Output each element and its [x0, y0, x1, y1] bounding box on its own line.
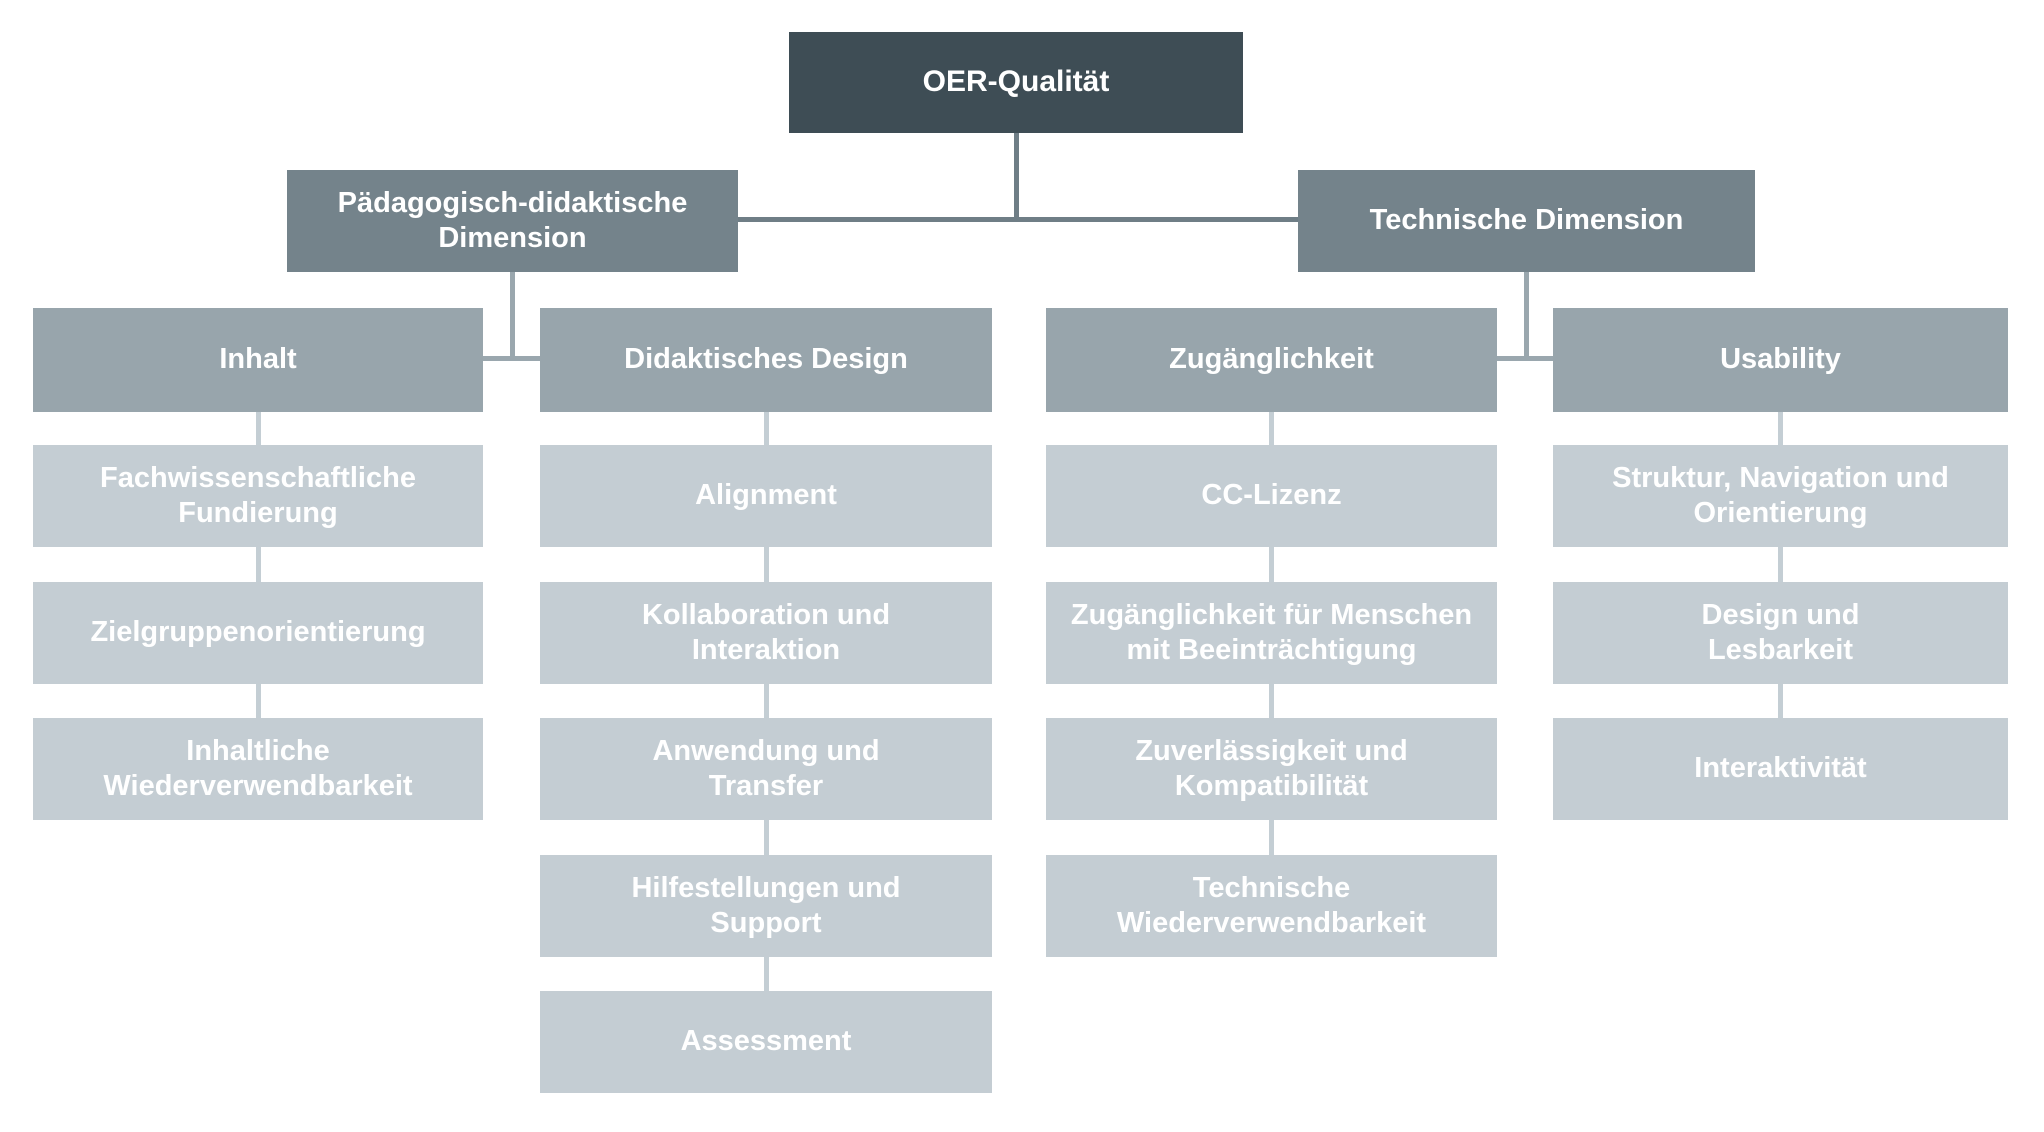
node-dimension-technisch: Technische Dimension — [1298, 170, 1755, 272]
node-item-fachwissenschaftliche-fundierung: Fachwissenschaftliche Fundierung — [33, 445, 483, 547]
connector-spine-usability — [1778, 412, 1783, 732]
node-item-anwendung-und-transfer: Anwendung und Transfer — [540, 718, 992, 820]
connector-spine-didaktisches-design — [764, 412, 769, 1012]
node-category-zugaenglichkeit: Zugänglichkeit — [1046, 308, 1497, 412]
node-oer-qualitaet: OER-Qualität — [789, 32, 1243, 133]
connector-dim-right-horizontal — [1497, 356, 1553, 361]
connector-dim-left-horizontal — [483, 356, 540, 361]
node-item-inhaltliche-wiederverwendbarkeit: Inhaltliche Wiederverwendbarkeit — [33, 718, 483, 820]
connector-dim-right-vertical — [1524, 272, 1529, 361]
connector-spine-inhalt — [256, 412, 261, 732]
node-item-interaktivitaet: Interaktivität — [1553, 718, 2008, 820]
node-item-kollaboration-und-interaktion: Kollaboration und Interaktion — [540, 582, 992, 684]
node-item-technische-wiederverwendbarkeit: Technische Wiederverwendbarkeit — [1046, 855, 1497, 957]
node-item-zielgruppenorientierung: Zielgruppenorientierung — [33, 582, 483, 684]
node-item-zugaenglichkeit-fuer-menschen: Zugänglichkeit für Menschen mit Beeinträ… — [1046, 582, 1497, 684]
node-item-cc-lizenz: CC-Lizenz — [1046, 445, 1497, 547]
node-category-didaktisches-design: Didaktisches Design — [540, 308, 992, 412]
node-category-usability: Usability — [1553, 308, 2008, 412]
node-item-hilfestellungen-und-support: Hilfestellungen und Support — [540, 855, 992, 957]
node-item-struktur-navigation-orientierung: Struktur, Navigation und Orientierung — [1553, 445, 2008, 547]
node-item-zuverlaessigkeit-und-kompatibilitaet: Zuverlässigkeit und Kompatibilität — [1046, 718, 1497, 820]
node-category-inhalt: Inhalt — [33, 308, 483, 412]
connector-root-horizontal — [738, 217, 1298, 222]
connector-root-vertical — [1014, 133, 1019, 222]
connector-dim-left-vertical — [510, 272, 515, 361]
node-item-assessment: Assessment — [540, 991, 992, 1093]
node-item-design-und-lesbarkeit: Design und Lesbarkeit — [1553, 582, 2008, 684]
node-item-alignment: Alignment — [540, 445, 992, 547]
node-dimension-paedagogisch-didaktisch: Pädagogisch-didaktische Dimension — [287, 170, 738, 272]
